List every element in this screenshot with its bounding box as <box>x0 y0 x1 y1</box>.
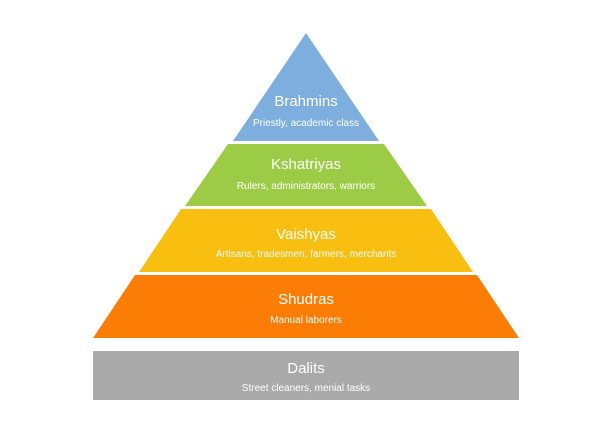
tier-kshatriyas-title: Kshatriyas <box>271 156 341 173</box>
tier-kshatriyas-description: Rulers, administrators, warriors <box>237 181 375 192</box>
tier-vaishyas-description: Artisans, tradesmen, farmers, merchants <box>216 249 397 260</box>
tier-brahmins-shape <box>233 33 379 141</box>
tier-vaishyas-shape <box>139 209 473 272</box>
tier-brahmins-title: Brahmins <box>274 93 337 110</box>
tier-dalits-title: Dalits <box>287 360 325 377</box>
tier-brahmins: Brahmins Priestly, academic class <box>233 33 379 141</box>
tier-brahmins-description: Priestly, academic class <box>253 118 359 129</box>
tier-dalits-description: Street cleaners, menial tasks <box>242 383 370 394</box>
tier-dalits-shape <box>93 351 519 400</box>
tier-shudras-title: Shudras <box>278 291 334 308</box>
tier-vaishyas: Vaishyas Artisans, tradesmen, farmers, m… <box>139 209 473 272</box>
tier-vaishyas-title: Vaishyas <box>276 226 336 243</box>
tier-dalits: Dalits Street cleaners, menial tasks <box>93 351 519 400</box>
tier-shudras: Shudras Manual laborers <box>93 275 519 338</box>
tier-shudras-description: Manual laborers <box>270 315 342 326</box>
tier-kshatriyas: Kshatriyas Rulers, administrators, warri… <box>185 144 427 206</box>
tier-shudras-shape <box>93 275 519 338</box>
tier-kshatriyas-shape <box>185 144 427 206</box>
